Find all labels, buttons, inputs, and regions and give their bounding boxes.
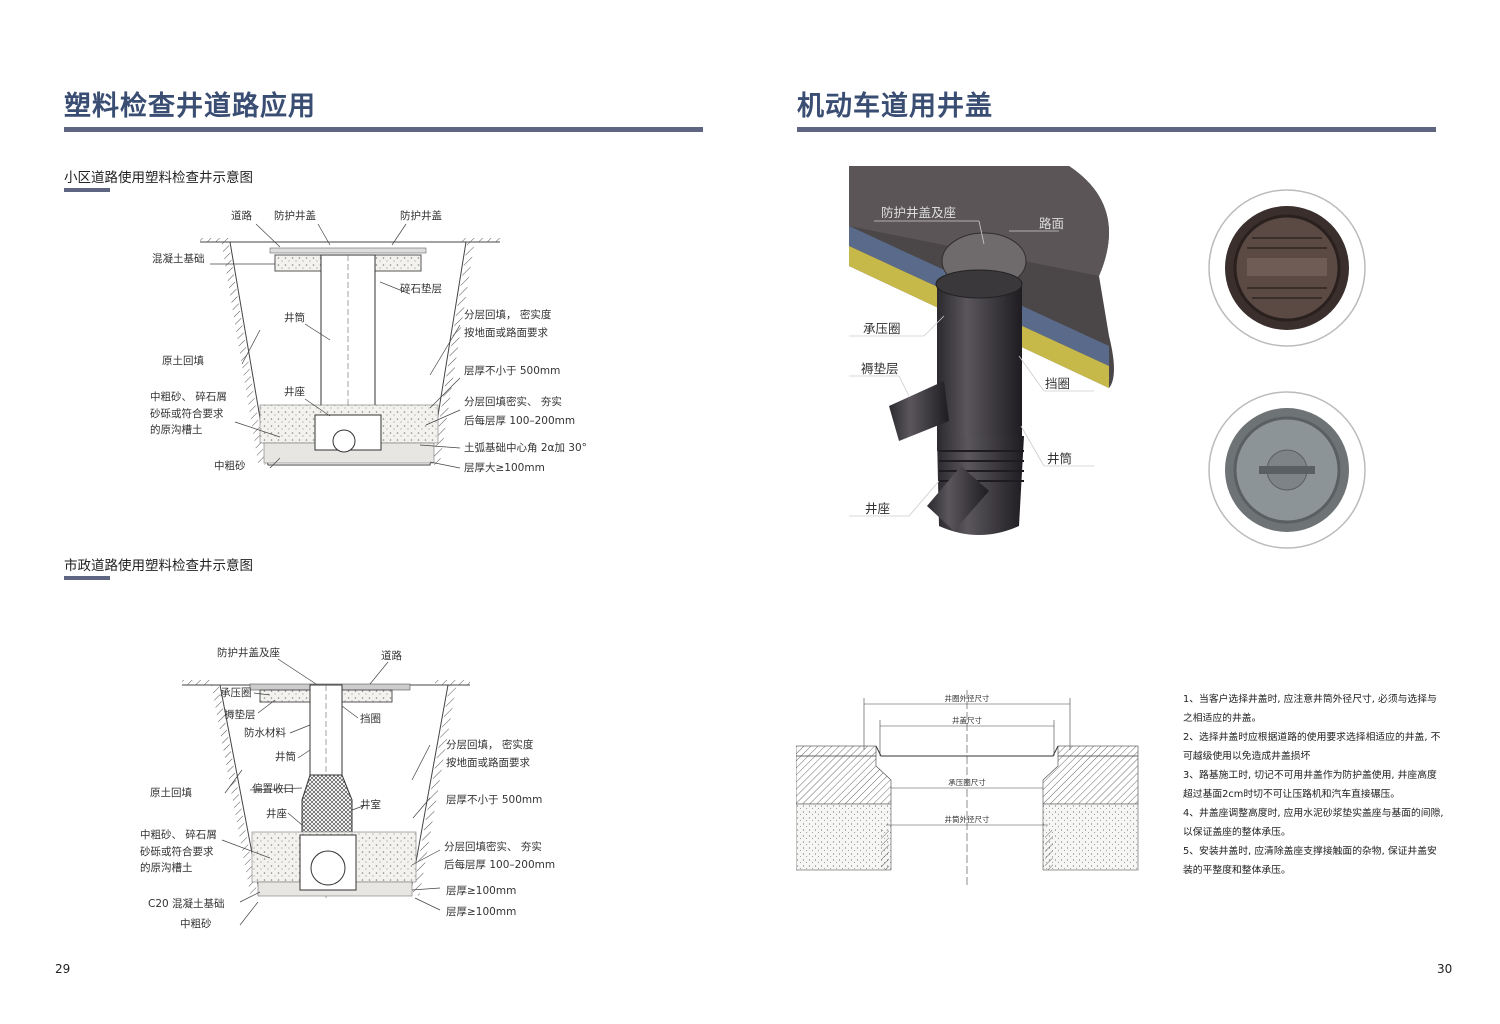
d1-label-shaft: 井筒 [284,311,305,324]
right-page-number: 30 [1437,962,1453,976]
d1-label-base: 井座 [284,385,305,398]
d1-label-road: 道路 [231,209,252,222]
iron-cover-photo [1208,189,1366,347]
note-item: 3、路基施工时, 切记不可用井盖作为防护盖使用, 井座高度超过基面2cm时切不可… [1183,770,1437,800]
d1-label-arc: 土弧基础中心角 2α加 30° [464,441,587,454]
d2-label-c20: C20 混凝土基础 [148,897,225,910]
d2-label-shaft: 井筒 [275,750,296,763]
dim-label-cover-size: 井盖尺寸 [952,715,982,725]
d2-label-sand2: 砂砾或符合要求 [140,845,214,858]
render-label-shaft: 井筒 [1047,451,1072,466]
note-item: 5、安装井盖时, 应清除盖座支撑接触面的杂物, 保证井盖安装的平整度和整体承压。 [1183,846,1437,876]
d2-label-layered2: 按地面或路面要求 [446,756,530,769]
d2-label-base: 井座 [266,807,287,820]
cover-dimension-drawing: 井圈外径尺寸 井盖尺寸 承压圈尺寸 井筒外径尺寸 [796,690,1139,886]
d1-label-medsand: 中粗砂 [214,459,246,472]
left-title-rule [64,127,703,132]
render-label-road-surface: 路面 [1039,216,1064,231]
d1-label-sand1: 中粗砂、 碎石屑 [150,390,227,403]
manhole-3d-render: 防护井盖及座 路面 承压圈 褥垫层 挡圈 井筒 井座 [849,166,1114,535]
d2-label-t100a: 层厚≥100mm [446,885,516,897]
d1-label-compact2: 后每层厚 100–200mm [464,414,575,427]
left-page-title: 塑料检查井道路应用 [64,91,316,122]
note-item: 4、井盖座调整高度时, 应用水泥砂浆垫实盖座与基面的间隙, 以保证盖座的整体承压… [1183,808,1444,838]
diagram2-subtitle-rule [64,576,110,580]
diagram2-municipal-road: 防护井盖及座 道路 承压圈 褥垫层 挡圈 防水材料 井筒 原土回填 偏置收口 分… [140,646,555,930]
d2-label-cushion: 褥垫层 [224,708,256,721]
installation-notes: 1、当客户选择井盖时, 应注意井筒外径尺寸, 必须与选择与之相适应的井盖。 2、… [1183,690,1445,880]
d2-label-pressure-ring: 承压圈 [220,687,252,699]
diagram1-subtitle-rule [64,188,110,192]
render-label-retaining: 挡圈 [1045,376,1070,391]
note-item: 1、当客户选择井盖时, 应注意井筒外径尺寸, 必须与选择与之相适应的井盖。 [1183,694,1437,724]
d2-label-thick500: 层厚不小于 500mm [446,794,542,806]
dim-label-shaft-outer: 井筒外径尺寸 [945,814,990,824]
dim-label-ring-outer: 井圈外径尺寸 [945,693,990,703]
d1-label-gravel: 碎石垫层 [400,282,442,295]
d1-label-concrete: 混凝土基础 [152,252,205,265]
d2-label-retaining: 挡圈 [360,712,381,725]
d2-label-cover-seat: 防护井盖及座 [217,646,280,659]
d1-label-thick500: 层厚不小于 500mm [464,365,560,377]
d1-label-layered2: 按地面或路面要求 [464,326,548,339]
d2-label-sand1: 中粗砂、 碎石屑 [140,828,217,841]
diagram2-subtitle: 市政道路使用塑料检查井示意图 [64,558,253,574]
render-label-cover-seat: 防护井盖及座 [881,205,956,220]
d2-label-reducer: 偏置收口 [252,782,294,795]
composite-cover-photo [1208,391,1366,549]
d1-label-cover2: 防护井盖 [400,209,442,222]
d1-label-backfill: 原土回填 [162,354,204,367]
d2-label-layered1: 分层回填， 密实度 [446,738,534,751]
d2-label-sand3: 的原沟槽土 [140,861,193,874]
d2-label-compact2: 后每层厚 100–200mm [444,858,555,871]
note-item: 2、选择井盖时应根据道路的使用要求选择相适应的井盖, 不可越级使用以免造成井盖损… [1183,732,1441,762]
render-label-cushion: 褥垫层 [861,361,899,376]
dim-label-pressure-ring: 承压圈尺寸 [948,777,986,787]
d1-label-layered1: 分层回填， 密实度 [464,308,552,321]
left-page-number: 29 [55,962,71,976]
diagram1-subtitle: 小区道路使用塑料检查井示意图 [64,170,253,186]
render-label-pressure-ring: 承压圈 [863,321,901,336]
d2-label-backfill: 原土回填 [150,786,192,799]
d1-label-sand3: 的原沟槽土 [150,423,203,436]
d2-label-medsand: 中粗砂 [180,917,212,930]
d2-label-waterproof: 防水材料 [244,726,286,739]
d1-label-thick100: 层厚大≥100mm [464,461,545,474]
right-page-title: 机动车道用井盖 [797,91,993,122]
d2-label-road: 道路 [381,649,402,662]
right-title-rule [797,127,1436,132]
d2-label-chamber: 井室 [360,798,381,811]
d1-label-sand2: 砂砾或符合要求 [150,407,224,420]
d1-label-compact1: 分层回填密实、 夯实 [464,395,562,408]
d1-label-cover1: 防护井盖 [274,209,316,222]
d2-label-t100b: 层厚≥100mm [446,906,516,918]
d2-label-compact1: 分层回填密实、 夯实 [444,840,542,853]
diagram1-community-road: 道路 防护井盖 防护井盖 混凝土基础 碎石垫层 井筒 原土回填 分层回填， 密实… [150,209,587,474]
render-label-base: 井座 [865,501,890,516]
